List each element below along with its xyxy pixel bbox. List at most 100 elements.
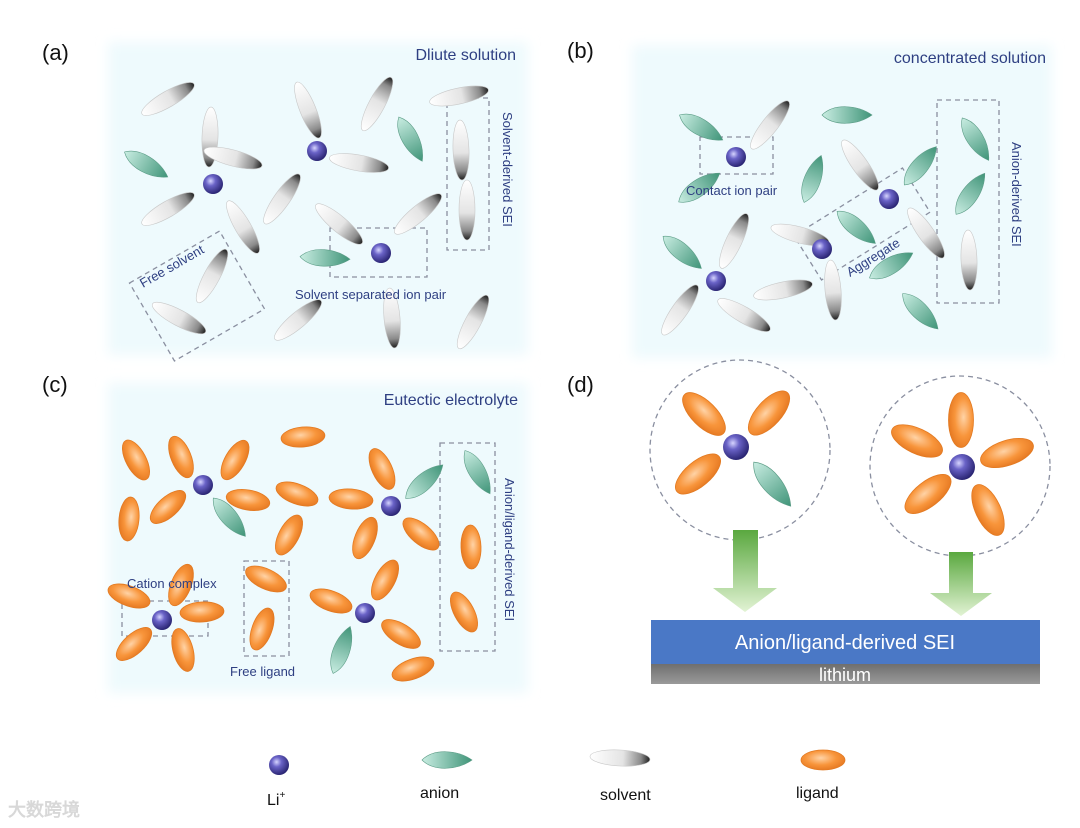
- anion-molecule: [421, 751, 473, 769]
- panel-d-letter: (d): [567, 372, 594, 397]
- li-ion: [879, 189, 899, 209]
- ligand-molecule: [948, 392, 974, 448]
- anion-molecule: [299, 249, 351, 267]
- solvent-molecule: [429, 85, 489, 107]
- ligand-molecule: [402, 517, 440, 551]
- ligand-molecule: [328, 488, 374, 510]
- panel-b-cip-box: [699, 136, 774, 175]
- ligand-molecule: [249, 607, 275, 651]
- li-ion: [723, 434, 749, 460]
- anion-molecule: [955, 172, 986, 215]
- arrow-down-icon: [713, 530, 777, 612]
- solvent-molecule: [717, 298, 771, 332]
- solvent-molecule: [274, 299, 322, 341]
- molecules-layer: [107, 76, 1034, 682]
- li-ion: [193, 475, 213, 495]
- li-ion: [381, 496, 401, 516]
- ligand-molecule: [747, 390, 791, 436]
- sei-layer-label: Anion/ligand-derived SEI: [735, 632, 955, 654]
- li-ion: [269, 755, 289, 775]
- panel-b-aggregate-box: [793, 167, 931, 281]
- panel-b-sei-box: [936, 99, 1000, 304]
- anion-molecule: [662, 235, 702, 269]
- solvent-molecule: [841, 139, 879, 191]
- panel-b-title: concentrated solution: [894, 50, 1046, 67]
- solvent-molecule: [394, 193, 442, 235]
- solvent-molecule: [203, 146, 263, 170]
- anion-molecule: [902, 293, 939, 330]
- anion-molecule: [330, 625, 352, 674]
- ligand-molecule: [275, 481, 319, 507]
- ligand-molecule: [225, 489, 271, 511]
- solvent-molecule: [907, 207, 945, 259]
- anion-molecule: [869, 252, 914, 280]
- ligand-molecule: [368, 448, 396, 490]
- ligand-molecule: [971, 484, 1005, 536]
- panel-c-title: Eutectic electrolyte: [384, 392, 518, 409]
- solvent-molecule: [824, 259, 842, 321]
- watermark: 大数跨境: [8, 800, 80, 821]
- solvent-molecule: [151, 301, 207, 335]
- ligand-molecule: [179, 601, 225, 623]
- ligand-molecule: [149, 490, 187, 524]
- ligand-molecule: [371, 559, 399, 601]
- panel-a-ssip-box: [329, 227, 428, 278]
- solvent-molecule: [452, 119, 470, 181]
- li-ion: [812, 239, 832, 259]
- cation-complex-label: Cation complex: [127, 576, 217, 591]
- anion-molecule: [124, 150, 169, 178]
- li-ion: [307, 141, 327, 161]
- solvent-molecule: [456, 294, 490, 350]
- ligand-molecule: [891, 424, 943, 458]
- solvent-molecule: [195, 248, 229, 304]
- lithium-layer-label: lithium: [819, 665, 871, 685]
- ligand-molecule: [352, 516, 378, 560]
- solvent-molecule: [263, 173, 301, 225]
- ligand-molecule: [460, 524, 482, 570]
- solvent-molecule: [329, 153, 389, 173]
- solvent-molecule: [719, 213, 749, 269]
- free-ligand-label: Free ligand: [230, 664, 295, 679]
- ligand-molecule: [115, 627, 153, 661]
- ligand-molecule: [309, 588, 353, 614]
- solvent-molecule: [661, 284, 699, 336]
- ligand-molecule: [682, 392, 726, 436]
- panel-c-sei-box: [439, 442, 496, 652]
- panel-c-free-ligand-box: [243, 560, 290, 657]
- li-ion: [706, 271, 726, 291]
- solvent-molecule: [226, 200, 260, 254]
- solvent-molecule: [294, 81, 322, 139]
- legend-li-label: Li+: [267, 790, 285, 809]
- solvent-molecule: [360, 76, 394, 132]
- ligand-molecule: [107, 583, 151, 609]
- li-ion: [371, 243, 391, 263]
- lithium-layer: [651, 664, 1040, 684]
- sei-layer: [651, 620, 1040, 664]
- solvent-molecule: [141, 82, 195, 116]
- anion-molecule: [836, 210, 876, 244]
- anion-molecule: [405, 464, 444, 499]
- anion-molecule: [821, 106, 873, 124]
- anion-molecule: [903, 146, 937, 186]
- anion-ligand-sei-label: Anion/ligand-derived SEI: [502, 478, 517, 621]
- li-ion: [152, 610, 172, 630]
- solvent-molecule: [960, 229, 978, 291]
- ligand-molecule: [280, 426, 326, 448]
- solvent-molecule: [315, 203, 363, 245]
- ligand-molecule: [391, 656, 435, 682]
- li-ion: [203, 174, 223, 194]
- ligand-molecule: [904, 474, 952, 514]
- panel-b-letter: (b): [567, 38, 594, 63]
- ligand-molecule: [118, 496, 140, 542]
- panel-a-letter: (a): [42, 40, 69, 65]
- panel-a-title: Dliute solution: [416, 47, 517, 64]
- panel-d-complex-circle-2: [869, 375, 1051, 557]
- ssip-label: Solvent separated ion pair: [295, 287, 447, 302]
- solvent-molecule: [753, 279, 813, 301]
- anion-molecule: [397, 116, 423, 162]
- arrow-down-icon: [930, 552, 992, 616]
- ligand-molecule: [171, 628, 195, 672]
- legend-ligand-label: ligand: [796, 785, 839, 802]
- legend: Li+ anion solvent ligand: [267, 749, 846, 809]
